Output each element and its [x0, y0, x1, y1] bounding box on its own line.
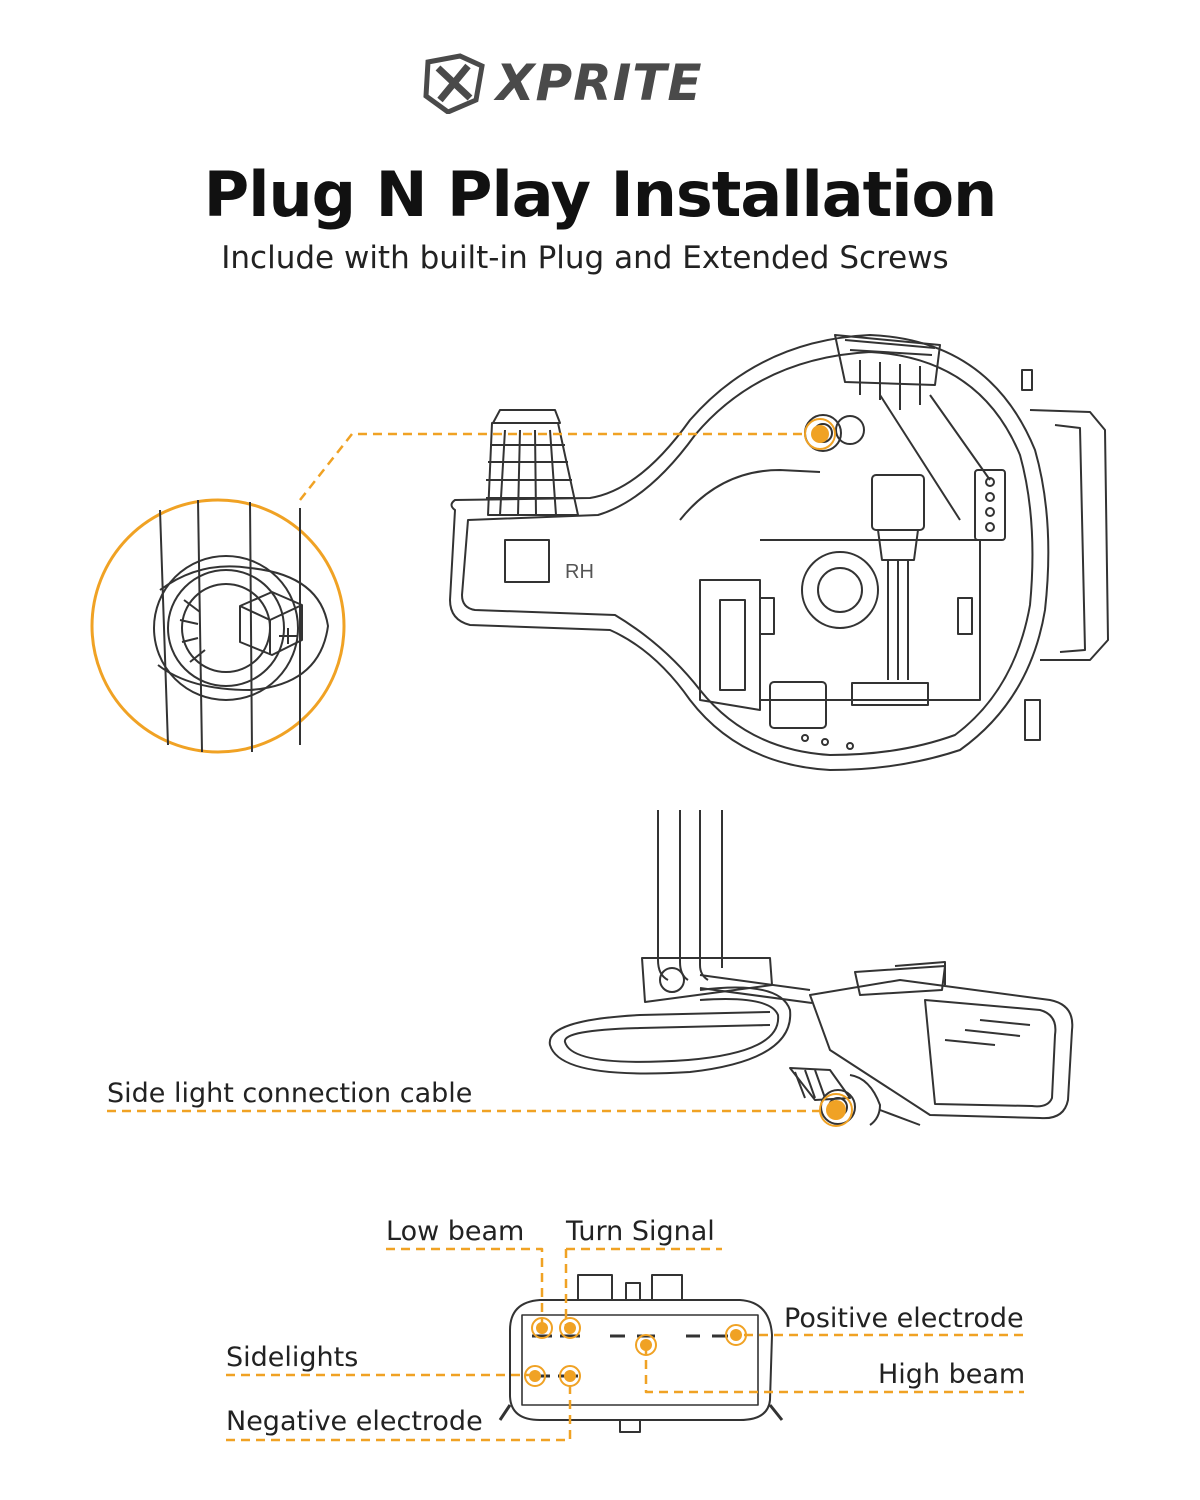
brand-logo: XPRITE [420, 52, 760, 114]
turn-signal-label: Turn Signal [566, 1216, 715, 1247]
pinout-connector [498, 1274, 784, 1433]
screw-marker [811, 425, 829, 443]
sidelights-label: Sidelights [226, 1342, 359, 1373]
negative-electrode-label: Negative electrode [226, 1406, 483, 1437]
high-beam-pin [640, 1339, 652, 1351]
page-subtitle: Include with built-in Plug and Extended … [221, 240, 949, 276]
sidelights-pin [529, 1370, 541, 1382]
plug-harness [548, 810, 1074, 1126]
positive-electrode-label: Positive electrode [784, 1303, 1024, 1334]
headlight-housing [449, 334, 1109, 771]
housing-rh-label: RH [565, 561, 594, 583]
page-title: Plug N Play Installation [203, 158, 997, 231]
brand-name: XPRITE [496, 54, 703, 112]
pin-markers [529, 425, 846, 1382]
leader-lines [107, 432, 1024, 1442]
cable-marker [826, 1100, 846, 1120]
positive-electrode-pin [730, 1329, 742, 1341]
negative-electrode-pin [564, 1370, 576, 1382]
turn-signal-pin [564, 1322, 576, 1334]
screw-zoom-view [90, 498, 346, 754]
xprite-shield-icon [423, 53, 485, 114]
low-beam-pin [536, 1322, 548, 1334]
high-beam-label: High beam [878, 1359, 1026, 1390]
low-beam-label: Low beam [386, 1216, 525, 1247]
cable-label: Side light connection cable [107, 1078, 473, 1109]
